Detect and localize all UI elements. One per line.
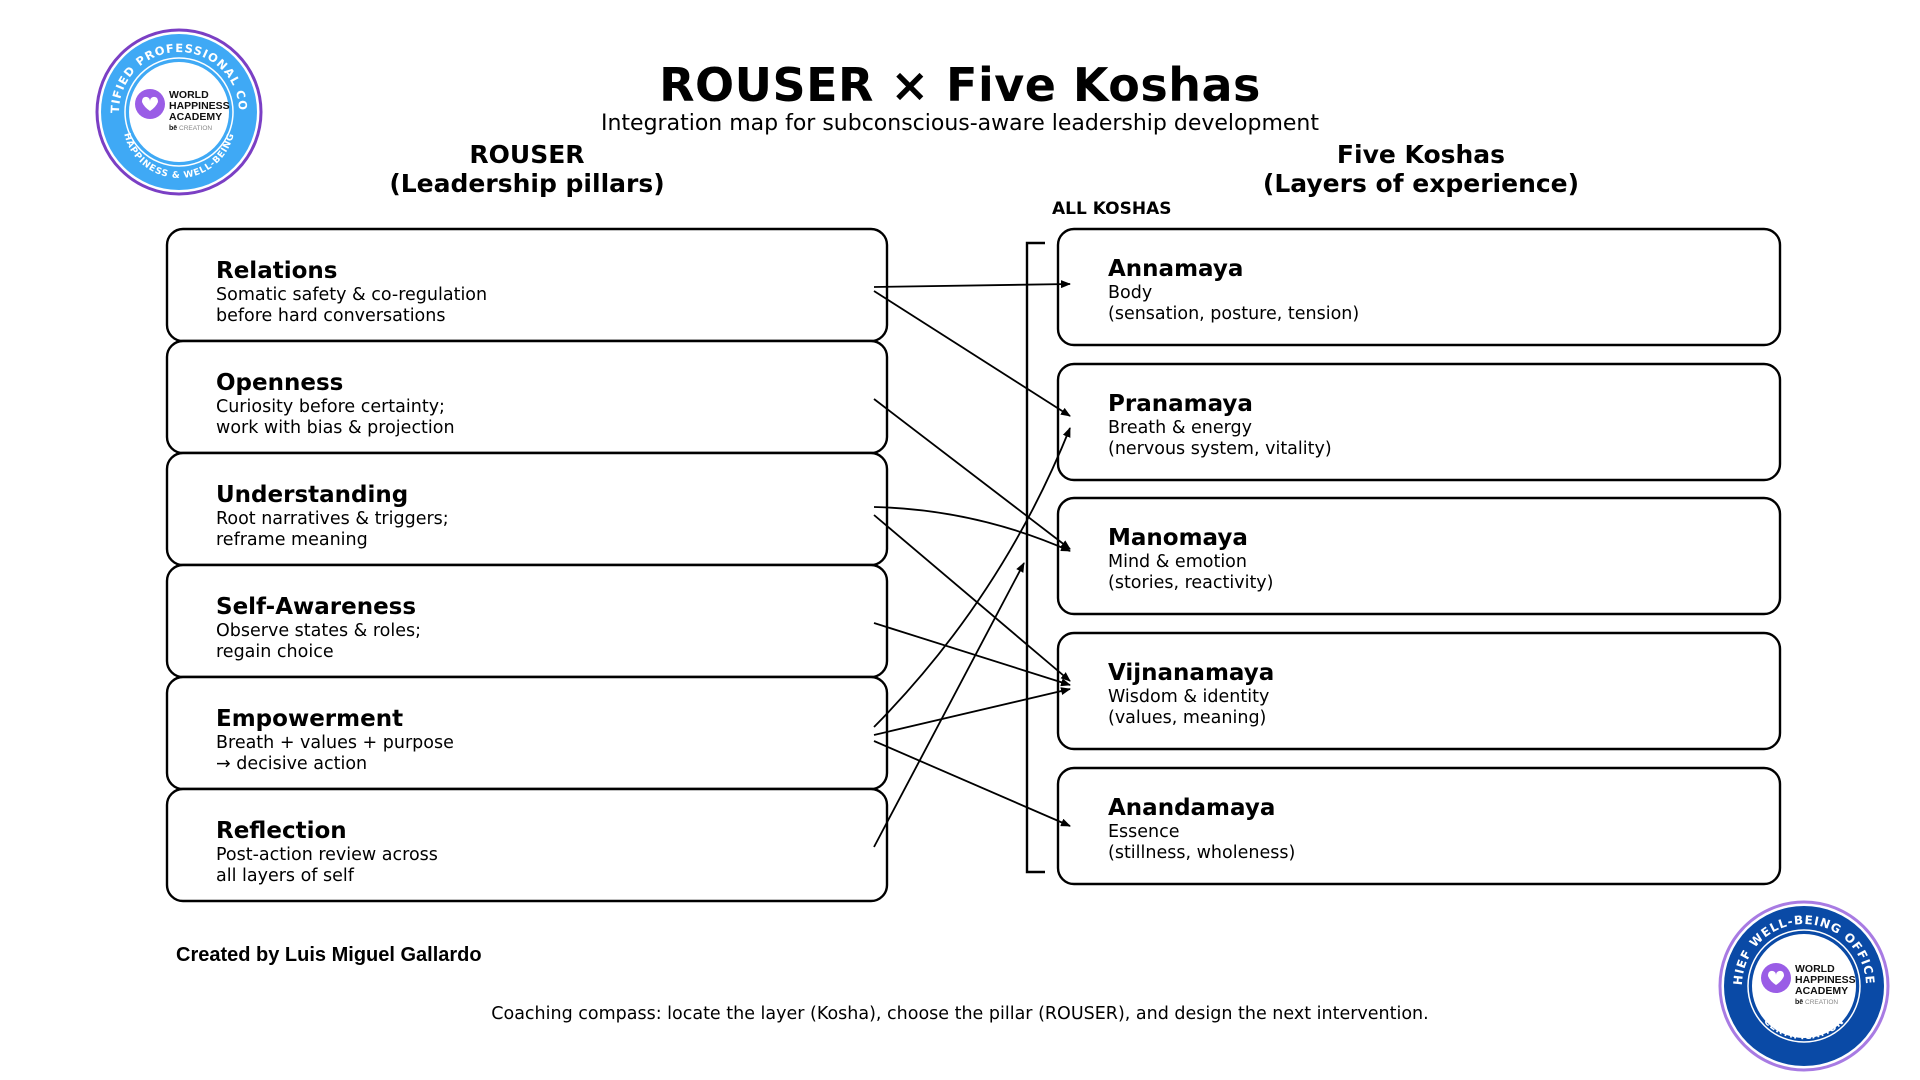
pillar-title: Openness [216, 370, 344, 396]
kosha-description-line2: (nervous system, vitality) [1108, 438, 1332, 459]
kosha-description-line1: Body [1108, 283, 1153, 303]
pillar-description-line1: Curiosity before certainty; [216, 397, 445, 417]
rouser-heading-line2: (Leadership pillars) [389, 169, 665, 198]
kosha-title: Annamaya [1108, 256, 1244, 282]
kosha-box-annamaya [1056, 227, 1782, 347]
kosha-title: Manomaya [1108, 525, 1248, 551]
arrow-empowerment-to-anandamaya [873, 740, 1071, 827]
pillar-description-line2: all layers of self [216, 865, 354, 886]
badge-brand-suffix: CREATION [1805, 999, 1838, 1006]
badge-wordmark-1: WORLD [169, 89, 209, 101]
badge-wordmark-1: WORLD [1795, 963, 1835, 975]
pillar-title: Reflection [216, 818, 347, 844]
pillar-title: Empowerment [216, 706, 404, 732]
arrow-self-awareness-to-vijnanamaya [873, 622, 1071, 687]
arrow-openness-to-manomaya [873, 398, 1071, 550]
kosha-title: Anandamaya [1108, 795, 1276, 821]
koshas-heading-line1: Five Koshas [1336, 140, 1506, 169]
koshas-heading-line2: (Layers of experience) [1262, 169, 1580, 198]
pillar-description-line2: reframe meaning [216, 529, 368, 550]
badge-brand-suffix: CREATION [179, 125, 212, 132]
page-title: ROUSER × Five Koshas [659, 58, 1261, 112]
pillar-description-line2: regain choice [216, 641, 334, 662]
kosha-description-line1: Breath & energy [1108, 418, 1253, 438]
arrow-understanding-to-manomaya [873, 506, 1071, 552]
kosha-title: Vijnanamaya [1108, 660, 1275, 686]
kosha-description-line2: (stillness, wholeness) [1108, 842, 1296, 863]
badge-brand: bē [169, 125, 177, 132]
pillar-description-line2: before hard conversations [216, 305, 446, 326]
kosha-box-manomaya [1056, 496, 1782, 616]
badge-wordmark-2: HAPPINESS [1795, 974, 1856, 986]
arrow-empowerment-to-pranamaya [873, 427, 1071, 728]
kosha-title: Pranamaya [1108, 391, 1253, 417]
kosha-description-line1: Mind & emotion [1108, 552, 1247, 572]
rouser-heading-line1: ROUSER [469, 140, 585, 169]
badge-wordmark-3: ACADEMY [1795, 985, 1848, 997]
koshas-column-heading: Five Koshas (Layers of experience) [1221, 140, 1621, 198]
kosha-box-pranamaya [1056, 362, 1782, 482]
page-subtitle: Integration map for subconscious-aware l… [601, 111, 1319, 136]
all-koshas-label: ALL KOSHAS [1052, 199, 1172, 219]
badge-wordmark-3: ACADEMY [169, 111, 222, 123]
arrow-understanding-to-vijnanamaya [873, 514, 1071, 682]
arrow-reflection-to-all-koshas [873, 562, 1025, 848]
certified-professional-coach-badge: CERTIFIED PROFESSIONAL COACH HAPPINESS &… [93, 26, 263, 196]
pillar-description-line1: Breath + values + purpose [216, 733, 454, 753]
kosha-description-line2: (sensation, posture, tension) [1108, 303, 1360, 324]
arrow-relations-to-annamaya [873, 280, 1071, 289]
pillar-title: Self-Awareness [216, 594, 417, 620]
kosha-description-line1: Essence [1108, 822, 1180, 842]
chief-well-being-officer-badge: CHIEF WELL-BEING OFFICER CERTIFICATION W… [1716, 898, 1890, 1072]
badge-wordmark-2: HAPPINESS [169, 100, 230, 112]
kosha-box-anandamaya [1056, 766, 1782, 886]
rouser-column-heading: ROUSER (Leadership pillars) [327, 140, 727, 198]
kosha-description-line1: Wisdom & identity [1108, 687, 1270, 707]
pillar-title: Relations [216, 258, 338, 284]
all-koshas-bracket [1025, 241, 1045, 874]
badge-brand: bē [1795, 999, 1803, 1006]
pillar-description-line1: Post-action review across [216, 845, 438, 865]
pillar-description-line1: Observe states & roles; [216, 621, 422, 641]
author-credit: Created by Luis Miguel Gallardo [176, 944, 482, 966]
pillar-description-line1: Somatic safety & co-regulation [216, 285, 488, 305]
pillar-box-reflection [165, 787, 889, 903]
pillar-description-line2: → decisive action [216, 753, 368, 774]
kosha-description-line2: (values, meaning) [1108, 707, 1267, 728]
footer-caption: Coaching compass: locate the layer (Kosh… [491, 1004, 1429, 1024]
pillar-description-line2: work with bias & projection [216, 417, 455, 438]
arrow-empowerment-to-vijnanamaya [873, 687, 1071, 736]
pillar-title: Understanding [216, 482, 409, 508]
arrow-relations-to-pranamaya [873, 290, 1071, 417]
kosha-description-line2: (stories, reactivity) [1108, 572, 1274, 593]
pillar-description-line1: Root narratives & triggers; [216, 509, 449, 529]
